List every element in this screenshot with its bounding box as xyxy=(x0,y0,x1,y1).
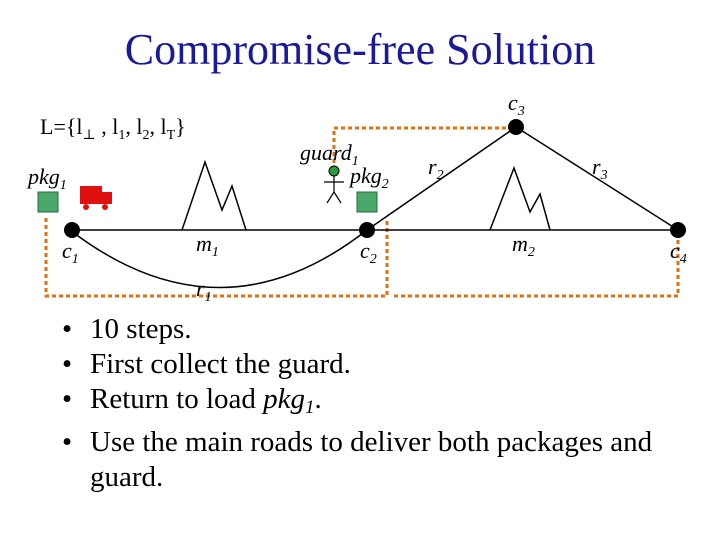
city-c4-label: c4 xyxy=(670,238,687,268)
guard-figure-icon xyxy=(324,165,344,204)
guard-base: guard xyxy=(300,140,352,165)
c4-base: c xyxy=(670,238,680,263)
bullet-text: First collect the guard. xyxy=(90,348,351,380)
mountain-m1-shape xyxy=(181,159,247,231)
city-c4-dot xyxy=(670,222,686,238)
set-label-sep2: , l xyxy=(125,114,143,139)
city-c3-dot xyxy=(508,119,524,135)
set-label-sep3: , l xyxy=(149,114,167,139)
location-set-label: L={l⊥ , l1, l2, lT} xyxy=(40,114,186,144)
mountain-m1-label: m1 xyxy=(196,231,219,261)
c1-base: c xyxy=(62,238,72,263)
city-c3-label: c3 xyxy=(508,90,525,120)
bullet-text-post: . xyxy=(314,383,322,415)
bullet-text-pre: Return to load xyxy=(90,383,264,415)
package-pkg2-box xyxy=(356,191,378,213)
bullet-text: Use the main roads to deliver both packa… xyxy=(90,426,653,493)
set-label-sep1: , l xyxy=(95,114,119,139)
slide-title: Compromise-free Solution xyxy=(124,25,596,74)
m2-base: m xyxy=(512,231,528,256)
r2-base: r xyxy=(428,154,437,179)
pkg1-base: pkg xyxy=(28,164,60,189)
c3-sub: 3 xyxy=(517,104,525,119)
road-r3 xyxy=(515,126,679,231)
m1-sub: 1 xyxy=(211,245,219,260)
road-r2-label: r2 xyxy=(428,154,444,184)
set-label-index-2: 2 xyxy=(142,128,150,143)
guard-label: guard1 xyxy=(300,140,359,170)
city-c1-label: c1 xyxy=(62,238,79,268)
road-r2 xyxy=(366,126,517,231)
set-label-top-symbol: T xyxy=(166,128,176,143)
road-r3-label: r3 xyxy=(592,154,608,184)
road-r1-label: r1 xyxy=(196,276,212,306)
mountain-m2-shape xyxy=(489,165,551,231)
package-pkg1-label: pkg1 xyxy=(28,164,67,194)
package-pkg1-box xyxy=(37,191,59,213)
set-label-bottom-symbol: ⊥ xyxy=(82,128,96,143)
truck-icon xyxy=(80,186,112,210)
bullet-text-sub: 1 xyxy=(305,397,315,418)
bullet-item: First collect the guard. xyxy=(62,347,682,382)
m1-base: m xyxy=(196,231,212,256)
route-guard-c3-dotted xyxy=(332,126,512,163)
set-label-prefix: L={l xyxy=(40,114,83,139)
bullet-text: 10 steps. xyxy=(90,313,192,345)
r1-sub: 1 xyxy=(204,290,212,305)
guard-sub: 1 xyxy=(351,154,359,169)
r1-base: r xyxy=(196,276,205,301)
c2-base: c xyxy=(360,238,370,263)
city-c2-label: c2 xyxy=(360,238,377,268)
bullet-item: 10 steps. xyxy=(62,312,682,347)
route-c4-return-dotted xyxy=(392,240,680,298)
c1-sub: 1 xyxy=(71,252,79,267)
c2-sub: 2 xyxy=(369,252,377,267)
route-c1-c2-dotted xyxy=(44,218,389,298)
pkg2-sub: 2 xyxy=(381,177,389,192)
pkg1-sub: 1 xyxy=(59,178,67,193)
r2-sub: 2 xyxy=(436,168,444,183)
solution-steps-list: 10 steps. First collect the guard. Retur… xyxy=(62,312,682,495)
m2-sub: 2 xyxy=(527,245,535,260)
c4-sub: 4 xyxy=(679,252,687,267)
road-r1-curve xyxy=(69,229,368,289)
city-c1-dot xyxy=(64,222,80,238)
bullet-text-italic: pkg xyxy=(263,383,306,415)
package-pkg2-label: pkg2 xyxy=(350,163,389,193)
mountain-m2-label: m2 xyxy=(512,231,535,261)
set-label-index-1: 1 xyxy=(118,128,126,143)
set-label-suffix: } xyxy=(175,114,186,139)
c3-base: c xyxy=(508,90,518,115)
bullet-item: Use the main roads to deliver both packa… xyxy=(62,425,682,495)
r3-base: r xyxy=(592,154,601,179)
city-c2-dot xyxy=(359,222,375,238)
bullet-item: Return to load pkg1. xyxy=(62,382,682,425)
pkg2-base: pkg xyxy=(350,163,382,188)
r3-sub: 3 xyxy=(600,168,608,183)
